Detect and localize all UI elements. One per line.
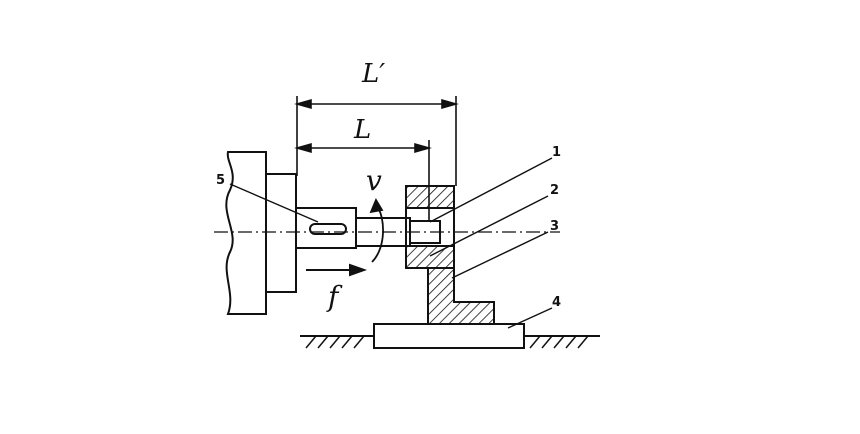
part-number-4: 4 (552, 295, 561, 310)
dimension-inner-label: L (353, 115, 371, 145)
leader-lines (229, 157, 553, 329)
spindle-head (225, 151, 297, 315)
machine-base (300, 323, 600, 349)
dimension-outer-label: L′ (361, 59, 385, 89)
feed-arrow (306, 263, 367, 277)
part-number-2: 2 (550, 183, 559, 198)
dimension-inner-length (294, 140, 432, 222)
tool-shank (295, 207, 441, 249)
workpiece-fixture (405, 185, 495, 325)
part-number-3: 3 (550, 219, 559, 234)
rotation-label: v (366, 164, 382, 197)
rotation-arrow (369, 198, 384, 263)
part-number-1: 1 (552, 145, 561, 160)
dimension-outer-length (294, 96, 459, 186)
part-number-5: 5 (216, 173, 225, 188)
feed-label: f (326, 280, 343, 313)
ground-hatching (305, 335, 589, 349)
